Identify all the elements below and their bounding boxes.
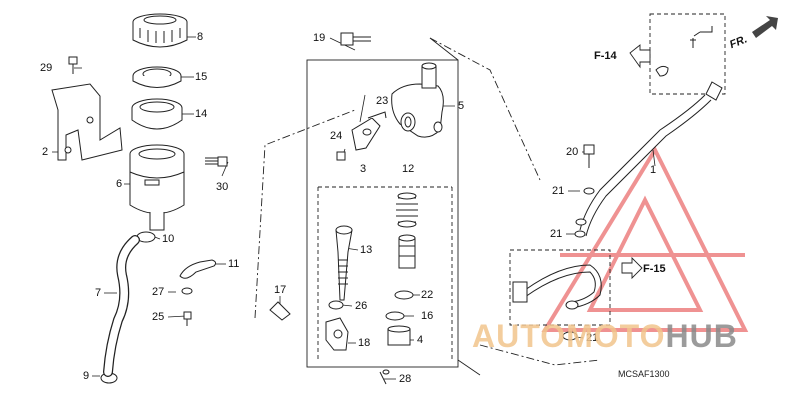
callout-26: 26 [355, 300, 368, 312]
direction-arrow-icon [752, 16, 778, 38]
callout-11: 11 [228, 258, 240, 270]
callout-17: 17 [274, 284, 287, 296]
callout-22: 22 [421, 289, 434, 301]
callout-21-lower: 21 [586, 332, 599, 344]
callout-18: 18 [358, 337, 371, 349]
arrow-left-icon [629, 44, 651, 69]
callout-27: 27 [152, 286, 165, 298]
callout-13: 13 [360, 244, 373, 256]
watermark: AUTOMOTOHUB [472, 318, 738, 354]
callout-28: 28 [399, 373, 412, 385]
reservoir-cap [132, 13, 188, 48]
callout-16: 16 [421, 310, 434, 322]
reservoir-plate [132, 66, 182, 88]
callout-4: 4 [417, 334, 424, 346]
diagram-code: MCSAF1300 [618, 369, 670, 379]
callout-21-middle: 21 [550, 228, 563, 240]
callout-21-upper: 21 [552, 185, 565, 197]
callout-6: 6 [116, 178, 123, 190]
callout-7: 7 [95, 287, 102, 299]
watermark-part-hub: HUB [665, 318, 738, 354]
callout-20: 20 [566, 146, 579, 158]
callout-14: 14 [195, 108, 208, 120]
reservoir-diaphragm [131, 98, 183, 130]
callout-25: 25 [152, 311, 165, 323]
ref-f14: F-14 [594, 50, 617, 62]
callout-10: 10 [162, 233, 175, 245]
reservoir-tank [129, 144, 185, 231]
watermark-part-moto: MOTO [566, 318, 666, 354]
callout-9: 9 [83, 370, 90, 382]
callout-29: 29 [40, 62, 53, 74]
callout-5: 5 [458, 100, 465, 112]
callout-8: 8 [197, 31, 204, 43]
callout-23: 23 [376, 95, 389, 107]
callout-19: 19 [313, 32, 326, 44]
callout-3: 3 [360, 163, 367, 175]
callout-15: 15 [195, 71, 208, 83]
watermark-part-auto: AUTO [472, 318, 567, 354]
master-cylinder-body [391, 62, 444, 138]
ref-f15: F-15 [643, 263, 666, 275]
reservoir-bracket [51, 83, 123, 161]
callout-1: 1 [650, 164, 657, 176]
callout-24: 24 [330, 130, 343, 142]
brake-hose [574, 81, 723, 238]
watermark-triangle [541, 145, 749, 332]
reservoir-clip [179, 259, 217, 279]
callout-2: 2 [42, 146, 49, 158]
arrow-right-icon [621, 256, 643, 280]
callout-30: 30 [216, 181, 229, 193]
callout-12: 12 [402, 163, 415, 175]
